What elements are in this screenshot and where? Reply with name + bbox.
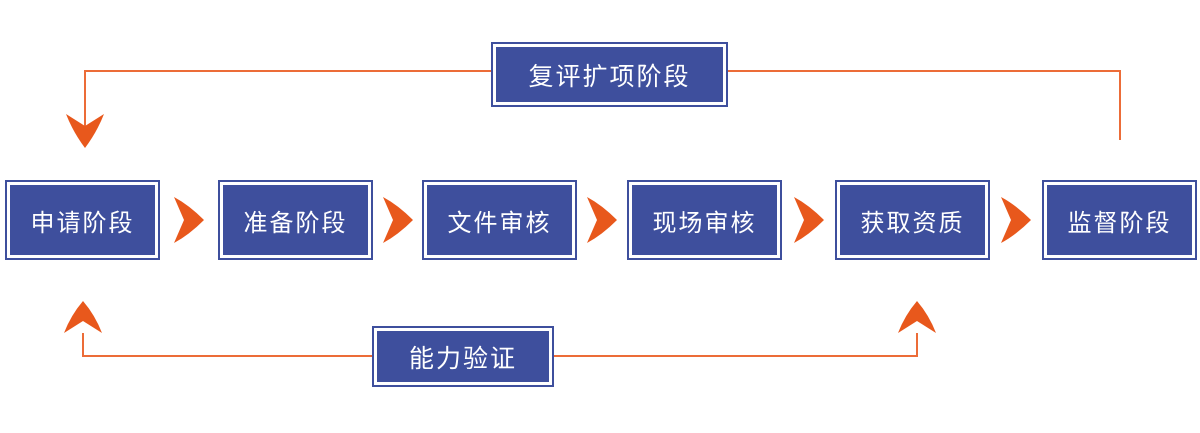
flow-chevron-icon bbox=[174, 197, 204, 243]
proficiency-testing-label: 能力验证 bbox=[377, 331, 549, 382]
supervision-stage-box: 监督阶段 bbox=[1042, 180, 1197, 260]
application-stage-label: 申请阶段 bbox=[10, 185, 155, 255]
flow-chevron-icon bbox=[794, 197, 824, 243]
obtain-qualification-label: 获取资质 bbox=[840, 185, 985, 255]
preparation-stage-label: 准备阶段 bbox=[223, 185, 368, 255]
application-stage-box: 申请阶段 bbox=[5, 180, 160, 260]
arrow-up-icon bbox=[64, 301, 102, 333]
document-review-box: 文件审核 bbox=[422, 180, 577, 260]
flow-chevron-icon bbox=[383, 197, 413, 243]
arrow-up-icon bbox=[898, 301, 936, 333]
onsite-review-box: 现场审核 bbox=[627, 180, 782, 260]
flow-chevron-icon bbox=[587, 197, 617, 243]
arrow-down-icon bbox=[66, 114, 104, 148]
reassessment-expansion-label: 复评扩项阶段 bbox=[496, 47, 723, 102]
preparation-stage-box: 准备阶段 bbox=[218, 180, 373, 260]
supervision-stage-label: 监督阶段 bbox=[1047, 185, 1192, 255]
onsite-review-label: 现场审核 bbox=[632, 185, 777, 255]
flow-chevron-icon bbox=[1001, 197, 1031, 243]
proficiency-testing-box: 能力验证 bbox=[372, 326, 554, 387]
reassessment-expansion-box: 复评扩项阶段 bbox=[491, 42, 728, 107]
document-review-label: 文件审核 bbox=[427, 185, 572, 255]
obtain-qualification-box: 获取资质 bbox=[835, 180, 990, 260]
